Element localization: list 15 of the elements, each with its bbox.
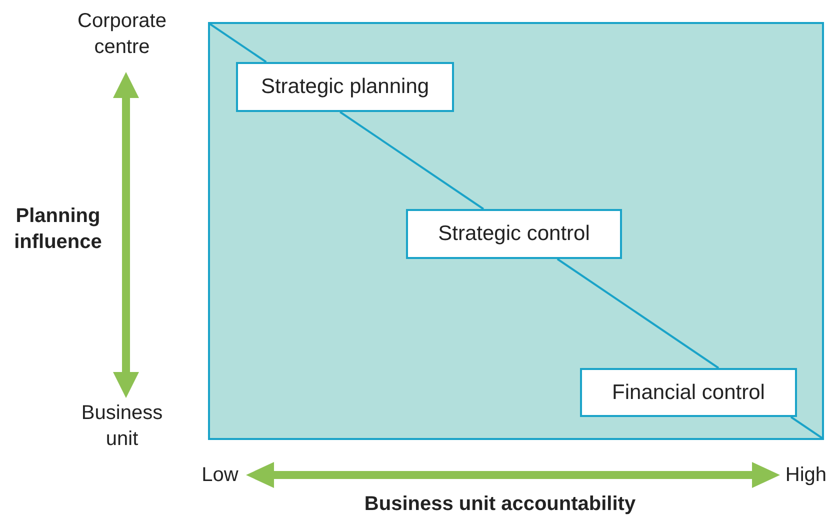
connector-line [340, 111, 484, 210]
strategy-style-box [236, 62, 454, 112]
axis-label: Planning influence [13, 204, 103, 255]
box-label: Strategic control [438, 222, 590, 246]
axis-label: Low [200, 463, 240, 488]
axis-label: Business unit accountability [363, 492, 637, 516]
axis-label: Corporate centre [76, 9, 168, 60]
box-label: Strategic planning [260, 75, 430, 99]
strategy-style-box [406, 209, 622, 259]
axis-label: Business unit [80, 401, 164, 452]
box-label: Financial control [612, 380, 765, 404]
axis-label: High [784, 463, 828, 488]
connector-line [556, 258, 720, 369]
matrix-panel [208, 22, 824, 440]
strategy-style-box [580, 368, 797, 417]
